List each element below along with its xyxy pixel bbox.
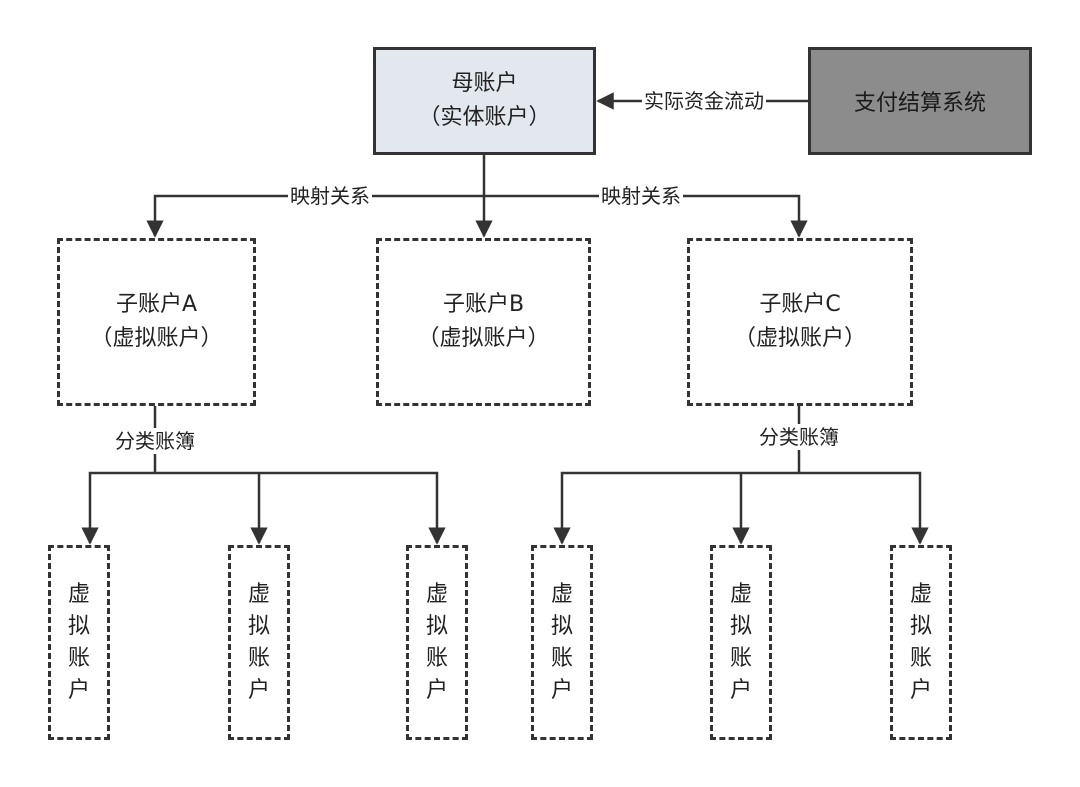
leaf-char: 户 xyxy=(67,677,90,703)
leaf-char: 拟 xyxy=(425,613,448,639)
leaf-char: 拟 xyxy=(550,613,573,639)
virtual-account-box: 虚拟账户 xyxy=(228,545,290,740)
leaf-char: 账 xyxy=(425,645,448,671)
sub-account-b-title: 子账户B xyxy=(442,292,525,317)
ledger-bus-a xyxy=(81,471,446,545)
leaf-char: 拟 xyxy=(67,613,90,639)
sub-account-a-title: 子账户A xyxy=(115,292,198,317)
parent-account-title: 母账户 xyxy=(451,71,518,96)
leaf-char: 账 xyxy=(909,645,932,671)
leaf-char: 账 xyxy=(729,645,752,671)
leaf-char: 拟 xyxy=(729,613,752,639)
leaf-char: 账 xyxy=(67,645,90,671)
sub-account-b-subtitle: （虚拟账户） xyxy=(417,326,550,351)
leaf-char: 虚 xyxy=(67,581,90,607)
leaf-char: 拟 xyxy=(247,613,270,639)
sub-account-c-box: 子账户C （虚拟账户） xyxy=(687,238,913,406)
funds-flow-label: 实际资金流动 xyxy=(642,88,766,114)
parent-account-subtitle: （实体账户） xyxy=(418,105,551,130)
virtual-account-box: 虚拟账户 xyxy=(890,545,952,740)
mapping-arrow-c xyxy=(484,194,808,238)
leaf-char: 虚 xyxy=(550,581,573,607)
leaf-char: 账 xyxy=(247,645,270,671)
sub-account-b-box: 子账户B （虚拟账户） xyxy=(376,238,591,406)
ledger-label-c: 分类账簿 xyxy=(757,424,841,450)
leaf-char: 账 xyxy=(550,645,573,671)
mapping-label-left: 映射关系 xyxy=(288,183,372,209)
sub-account-c-subtitle: （虚拟账户） xyxy=(733,326,866,351)
ledger-label-a: 分类账簿 xyxy=(113,428,197,454)
payment-system-box: 支付结算系统 xyxy=(808,47,1032,155)
mapping-arrow-a xyxy=(146,194,484,238)
leaf-char: 户 xyxy=(247,677,270,703)
leaf-char: 户 xyxy=(550,677,573,703)
virtual-account-box: 虚拟账户 xyxy=(710,545,772,740)
payment-system-label: 支付结算系统 xyxy=(853,91,986,116)
parent-account-box: 母账户 （实体账户） xyxy=(373,47,596,155)
sub-account-c-title: 子账户C xyxy=(759,292,841,317)
leaf-char: 虚 xyxy=(247,581,270,607)
virtual-account-box: 虚拟账户 xyxy=(531,545,593,740)
leaf-char: 虚 xyxy=(909,581,932,607)
leaf-char: 户 xyxy=(729,677,752,703)
leaf-char: 户 xyxy=(909,677,932,703)
leaf-char: 虚 xyxy=(425,581,448,607)
sub-account-a-subtitle: （虚拟账户） xyxy=(90,326,223,351)
sub-account-a-box: 子账户A （虚拟账户） xyxy=(57,238,256,406)
virtual-account-box: 虚拟账户 xyxy=(48,545,110,740)
leaf-char: 虚 xyxy=(729,581,752,607)
virtual-account-box: 虚拟账户 xyxy=(406,545,468,740)
leaf-char: 拟 xyxy=(909,613,932,639)
leaf-char: 户 xyxy=(425,677,448,703)
mapping-label-right: 映射关系 xyxy=(599,183,683,209)
